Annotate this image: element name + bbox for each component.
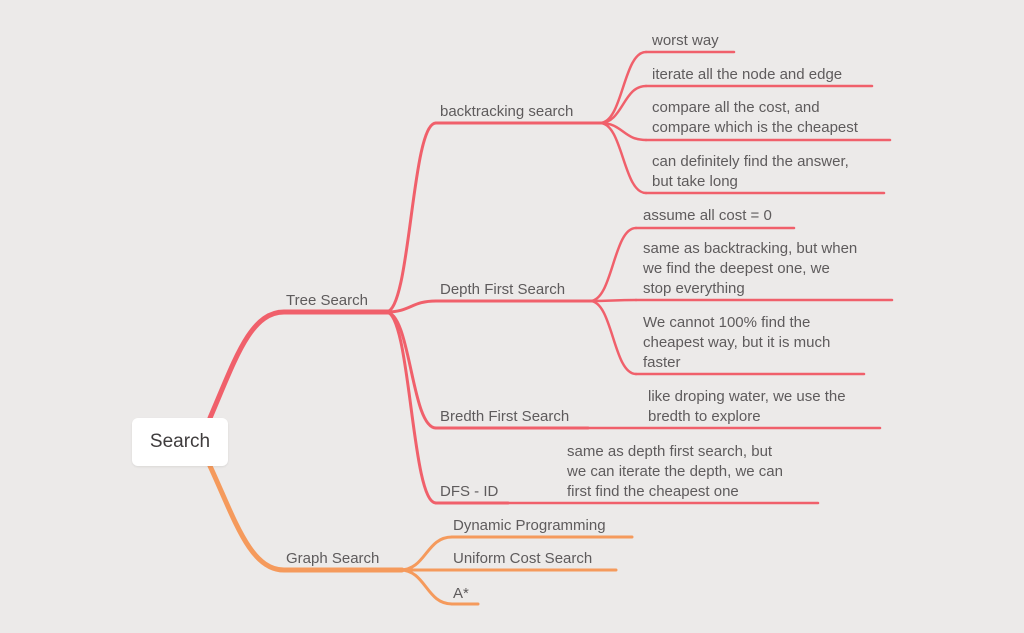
note-line: stop everything xyxy=(643,280,745,297)
node-dynamic-programming[interactable]: Dynamic Programming xyxy=(453,517,606,534)
edge-note-iterate xyxy=(598,84,648,125)
edge-graph-astar xyxy=(398,568,454,606)
node-uniform-cost-search[interactable]: Uniform Cost Search xyxy=(453,550,593,567)
note-line: iterate all the node and edge xyxy=(652,66,843,83)
node-depth-first-search[interactable]: Depth First Search xyxy=(440,281,566,298)
note-iterate-all[interactable]: iterate all the node and edge xyxy=(652,65,842,85)
note-line: can definitely find the answer, xyxy=(652,153,849,170)
note-line: We cannot 100% find the xyxy=(643,314,811,331)
note-worst-way[interactable]: worst way xyxy=(652,31,719,51)
edge-note-cannot xyxy=(588,299,638,376)
note-line: assume all cost = 0 xyxy=(643,207,772,224)
edge-tree-dfsid xyxy=(384,310,438,505)
edge-note-assume xyxy=(588,226,638,303)
node-dfs-id[interactable]: DFS - ID xyxy=(440,483,499,500)
note-line: faster xyxy=(643,354,681,371)
note-assume-cost-zero[interactable]: assume all cost = 0 xyxy=(643,206,772,226)
note-line: we can iterate the depth, we can xyxy=(567,463,783,480)
note-line: same as backtracking, but when xyxy=(643,240,858,257)
note-line: we find the deepest one, we xyxy=(643,260,830,277)
node-backtracking-search[interactable]: backtracking search xyxy=(440,103,574,120)
node-bredth-first-search[interactable]: Bredth First Search xyxy=(440,408,570,425)
edge-graph-dp xyxy=(398,535,454,572)
edge-tree-backtracking xyxy=(384,121,438,314)
note-line: but take long xyxy=(652,173,738,190)
edge-root-graph-search xyxy=(207,463,405,573)
edge-note-definitely xyxy=(598,121,648,195)
edge-tree-dfs xyxy=(384,299,438,314)
note-line: same as depth first search, but xyxy=(567,443,773,460)
note-line: compare all the cost, and xyxy=(652,99,820,116)
note-line: like droping water, we use the xyxy=(648,388,846,405)
note-compare-cost[interactable]: compare all the cost, and compare which … xyxy=(652,98,858,138)
branch-tree-search[interactable]: Tree Search xyxy=(286,292,368,309)
note-line: bredth to explore xyxy=(648,408,761,425)
note-definitely-find[interactable]: can definitely find the answer, but take… xyxy=(652,152,849,192)
edge-root-tree-search xyxy=(207,309,391,421)
note-droping-water[interactable]: like droping water, we use the bredth to… xyxy=(648,387,846,427)
note-cannot-find-cheapest[interactable]: We cannot 100% find the cheapest way, bu… xyxy=(643,313,830,373)
edge-note-same xyxy=(588,298,638,303)
note-line: compare which is the cheapest xyxy=(652,119,858,136)
branch-graph-search[interactable]: Graph Search xyxy=(286,550,380,567)
note-line: cheapest way, but it is much xyxy=(643,334,831,351)
note-iterate-depth[interactable]: same as depth first search, but we can i… xyxy=(567,442,783,502)
node-a-star[interactable]: A* xyxy=(453,585,469,602)
note-line: first find the cheapest one xyxy=(567,483,739,500)
note-same-as-backtracking[interactable]: same as backtracking, but when we find t… xyxy=(643,239,857,299)
root-label: Search xyxy=(149,431,211,452)
note-line: worst way xyxy=(652,32,719,49)
root-node[interactable]: Search xyxy=(132,418,228,466)
